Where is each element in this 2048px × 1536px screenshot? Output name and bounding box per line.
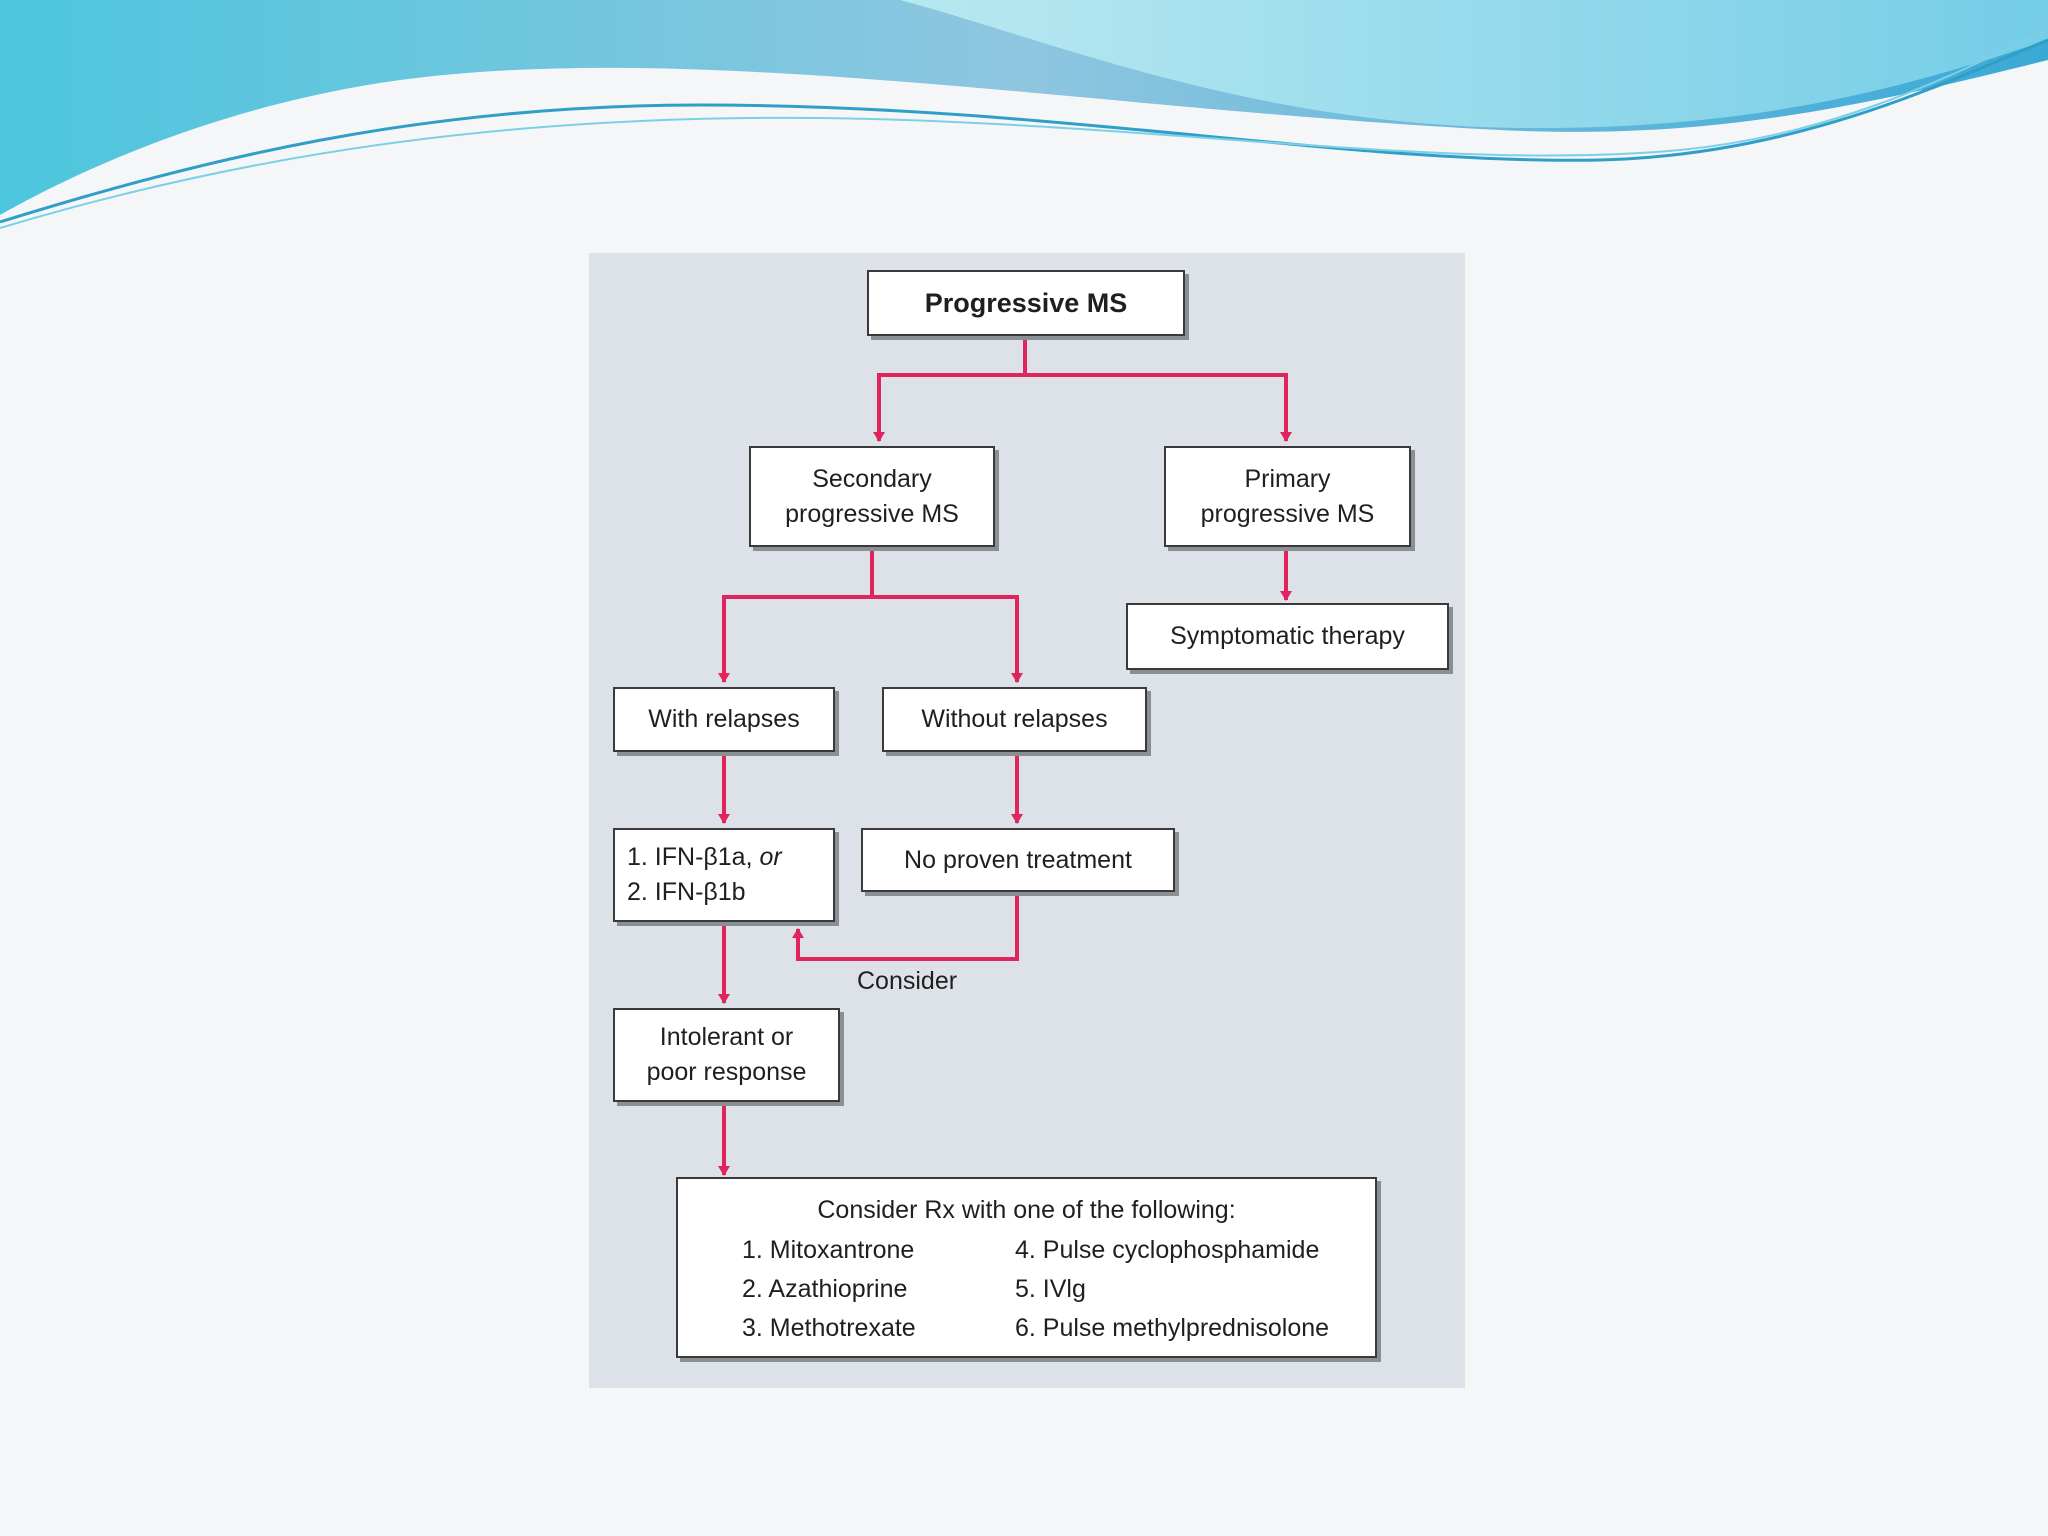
connector-secondary-to-with-relapses (724, 546, 872, 682)
ifn-line-1-prefix: 1. IFN-β1a, (627, 843, 759, 871)
options-column-right: 4. Pulse cyclophosphamide 5. IVlg 6. Pul… (1015, 1231, 1329, 1348)
no-proven-label: No proven treatment (904, 843, 1132, 878)
node-primary-progressive-ms: Primary progressive MS (1164, 446, 1411, 547)
connector-root-to-primary (1025, 375, 1286, 441)
node-symptomatic-therapy: Symptomatic therapy (1126, 603, 1449, 670)
connector-secondary-to-without-relapses (872, 597, 1017, 682)
ifn-line-2: 2. IFN-β1b (627, 875, 746, 910)
options-heading: Consider Rx with one of the following: (817, 1193, 1235, 1227)
option-item: 5. IVlg (1015, 1270, 1086, 1309)
secondary-line-1: Secondary (812, 462, 932, 497)
ifn-line-1: 1. IFN-β1a, or (627, 840, 782, 875)
options-column-left: 1. Mitoxantrone 2. Azathioprine 3. Metho… (742, 1231, 1015, 1348)
connector-root-to-secondary (879, 335, 1025, 441)
primary-line-2: progressive MS (1201, 497, 1375, 532)
flowchart-panel: Progressive MS Secondary progressive MS … (589, 253, 1465, 1388)
node-progressive-ms-label: Progressive MS (925, 286, 1128, 321)
option-item: 4. Pulse cyclophosphamide (1015, 1231, 1319, 1270)
primary-line-1: Primary (1244, 462, 1330, 497)
intolerant-line-1: Intolerant or (660, 1020, 793, 1055)
node-secondary-progressive-ms: Secondary progressive MS (749, 446, 995, 547)
secondary-line-2: progressive MS (785, 497, 959, 532)
option-item: 2. Azathioprine (742, 1270, 907, 1309)
option-item: 1. Mitoxantrone (742, 1231, 914, 1270)
symptomatic-label: Symptomatic therapy (1170, 619, 1405, 654)
without-relapses-label: Without relapses (921, 702, 1107, 737)
with-relapses-label: With relapses (648, 702, 799, 737)
option-item: 3. Methotrexate (742, 1309, 916, 1348)
option-item: 6. Pulse methylprednisolone (1015, 1309, 1329, 1348)
ifn-line-1-or: or (759, 843, 781, 871)
node-treatment-options: Consider Rx with one of the following: 1… (676, 1177, 1377, 1358)
options-columns: 1. Mitoxantrone 2. Azathioprine 3. Metho… (678, 1231, 1375, 1348)
node-ifn-beta: 1. IFN-β1a, or 2. IFN-β1b (613, 828, 835, 922)
node-no-proven-treatment: No proven treatment (861, 828, 1175, 892)
node-intolerant-poor-response: Intolerant or poor response (613, 1008, 840, 1102)
node-without-relapses: Without relapses (882, 687, 1147, 752)
node-progressive-ms: Progressive MS (867, 270, 1185, 336)
consider-label: Consider (857, 967, 957, 996)
intolerant-line-2: poor response (647, 1055, 807, 1090)
node-with-relapses: With relapses (613, 687, 835, 752)
